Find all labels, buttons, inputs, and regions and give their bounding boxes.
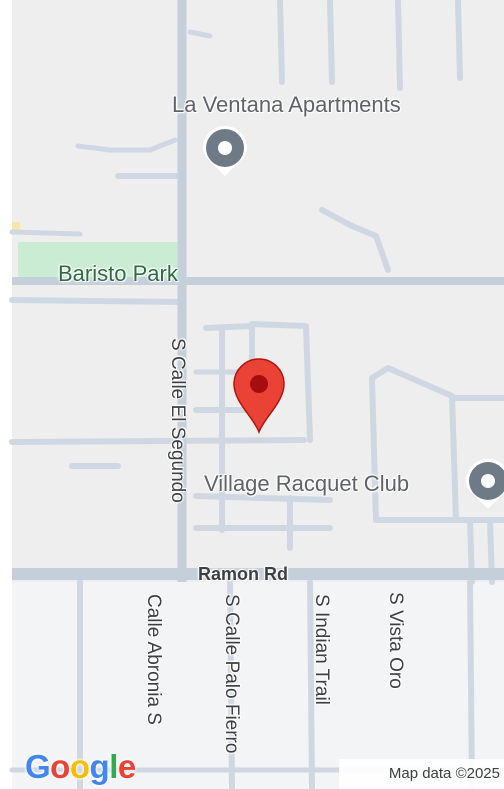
road-north-3: [395, 0, 403, 91]
road-park-south: [9, 297, 185, 305]
road-loop-2: [249, 321, 313, 443]
road-calle-palo-fierro: [227, 579, 235, 789]
street-label-calle-abronia: Calle Abronia S: [143, 594, 164, 725]
place-pin-icon[interactable]: [200, 124, 250, 178]
road-east-curve: [319, 207, 391, 273]
street-label-ramon-rd: Ramon Rd: [198, 564, 288, 584]
map-left-margin: [0, 0, 12, 789]
road-north-4: [455, 0, 463, 81]
baristo-park-area: [18, 242, 180, 282]
road-north-5: [187, 29, 213, 39]
map-attribution[interactable]: Map data ©2025: [339, 759, 504, 789]
road-indian-trail: [307, 579, 315, 789]
poi-label-la-ventana[interactable]: La Ventana Apartments: [172, 92, 401, 117]
street-label-indian-trail: S Indian Trail: [311, 594, 332, 705]
map-land-south: [12, 582, 504, 789]
road-park-north: [9, 229, 83, 237]
red-map-pin-icon[interactable]: [232, 358, 286, 434]
road-east-1: [369, 365, 459, 523]
road-mid-3: [193, 493, 333, 503]
poi-label-village-racquet[interactable]: Village Racquet Club: [204, 471, 410, 496]
road-north-2: [327, 0, 335, 85]
map-land-north: [12, 0, 504, 582]
street-label-calle-palo-fierro: S Calle Palo Fierro: [221, 594, 242, 754]
road-north-1: [277, 0, 285, 85]
major-roads: [12, 0, 504, 582]
road-mid-1: [9, 437, 307, 445]
park-label-baristo[interactable]: Baristo Park: [58, 261, 178, 286]
street-label-vista-oro: S Vista Oro: [385, 592, 406, 689]
google-logo[interactable]: Google: [25, 748, 136, 785]
road-south-east: [467, 579, 475, 789]
park-edge-highlight: [12, 222, 20, 234]
road-east-2: [369, 377, 379, 523]
minor-roads: [9, 0, 504, 789]
place-pin-icon[interactable]: [463, 457, 504, 511]
street-label-calle-el-segundo: S Calle El Segundo: [167, 338, 188, 503]
road-west-curve: [75, 137, 178, 153]
